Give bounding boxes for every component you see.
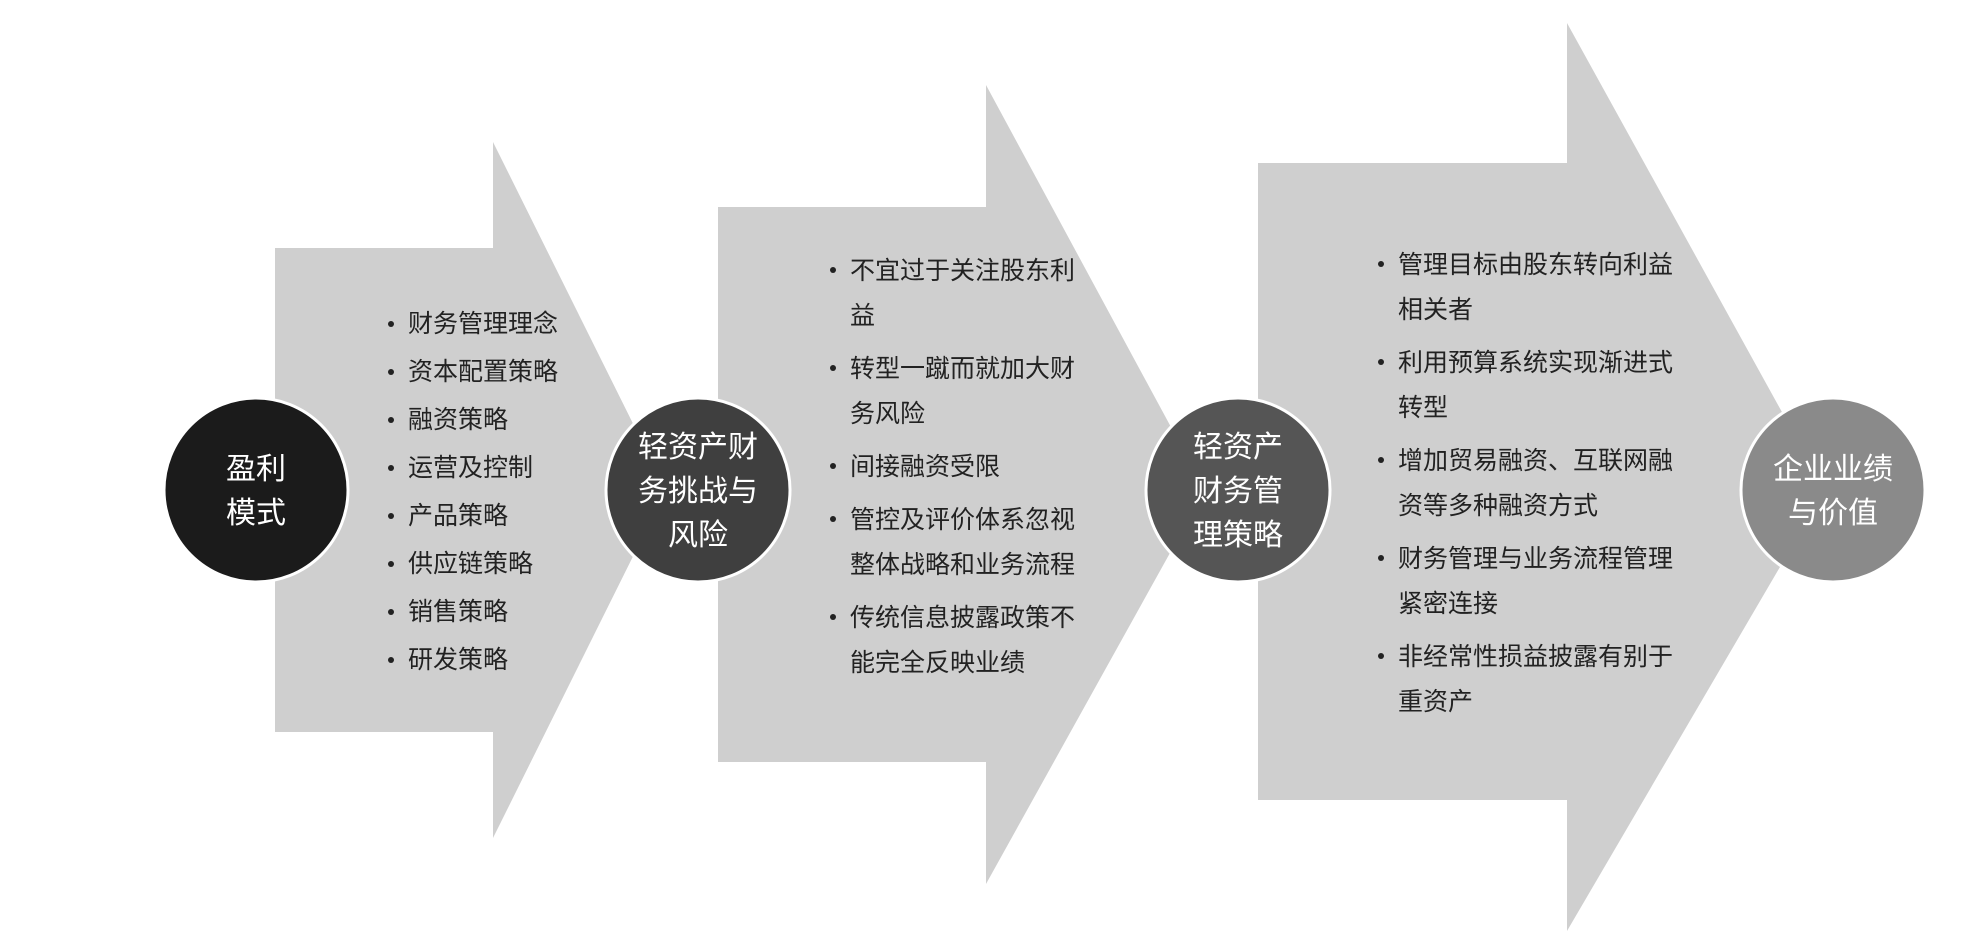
node-label-line: 务挑战与 xyxy=(638,474,758,509)
node-4: 企业业绩与价值 xyxy=(1739,396,1927,584)
list-item: 不宜过于关注股东利益 xyxy=(828,248,1078,338)
list-item: 转型一蹴而就加大财务风险 xyxy=(828,346,1078,436)
list-item: 运营及控制 xyxy=(386,444,606,492)
node-label-line: 模式 xyxy=(226,496,286,531)
node-label-3: 轻资产财务管理策略 xyxy=(1193,430,1283,553)
group-list-2: 不宜过于关注股东利益 转型一蹴而就加大财务风险 间接融资受限 管控及评价体系忽视… xyxy=(828,248,1078,693)
list-item: 传统信息披露政策不能完全反映业绩 xyxy=(828,595,1078,685)
node-label-line: 风险 xyxy=(668,518,728,553)
list-item: 间接融资受限 xyxy=(828,444,1078,489)
list-item: 产品策略 xyxy=(386,492,606,540)
list-item: 供应链策略 xyxy=(386,540,606,588)
node-label-line: 与价值 xyxy=(1788,496,1878,531)
list-item: 资本配置策略 xyxy=(386,348,606,396)
node-label-line: 财务管 xyxy=(1193,474,1283,509)
node-3: 轻资产财务管理策略 xyxy=(1144,396,1332,584)
node-circle-1 xyxy=(162,396,350,584)
list-item: 非经常性损益披露有别于重资产 xyxy=(1376,634,1676,724)
list-item: 利用预算系统实现渐进式转型 xyxy=(1376,340,1676,430)
node-1: 盈利模式 xyxy=(162,396,350,584)
node-circle-4 xyxy=(1739,396,1927,584)
list-item: 增加贸易融资、互联网融资等多种融资方式 xyxy=(1376,438,1676,528)
node-label-line: 企业业绩 xyxy=(1773,452,1893,487)
list-item: 研发策略 xyxy=(386,636,606,684)
node-label-4: 企业业绩与价值 xyxy=(1773,452,1893,531)
node-circle-3 xyxy=(1144,396,1332,584)
list-item: 融资策略 xyxy=(386,396,606,444)
node-label-line: 理策略 xyxy=(1193,518,1283,553)
group-list-3: 管理目标由股东转向利益相关者 利用预算系统实现渐进式转型 增加贸易融资、互联网融… xyxy=(1376,242,1676,732)
list-item: 财务管理理念 xyxy=(386,300,606,348)
list-item: 管控及评价体系忽视整体战略和业务流程 xyxy=(828,497,1078,587)
arrow-shape-2 xyxy=(718,85,1205,884)
group-list-1: 财务管理理念 资本配置策略 融资策略 运营及控制 产品策略 供应链策略 销售策略… xyxy=(386,300,606,684)
arrow-shape-3 xyxy=(1258,23,1825,931)
node-label-line: 轻资产财 xyxy=(638,430,758,465)
node-label-line: 盈利 xyxy=(226,452,286,487)
list-item: 销售策略 xyxy=(386,588,606,636)
list-item: 管理目标由股东转向利益相关者 xyxy=(1376,242,1676,332)
node-circle-2 xyxy=(604,396,792,584)
node-label-line: 轻资产 xyxy=(1193,430,1283,465)
node-2: 轻资产财务挑战与风险 xyxy=(604,396,792,584)
node-label-1: 盈利模式 xyxy=(226,452,286,531)
node-label-2: 轻资产财务挑战与风险 xyxy=(638,430,758,553)
arrow-shape-1 xyxy=(275,142,666,838)
list-item: 财务管理与业务流程管理紧密连接 xyxy=(1376,536,1676,626)
